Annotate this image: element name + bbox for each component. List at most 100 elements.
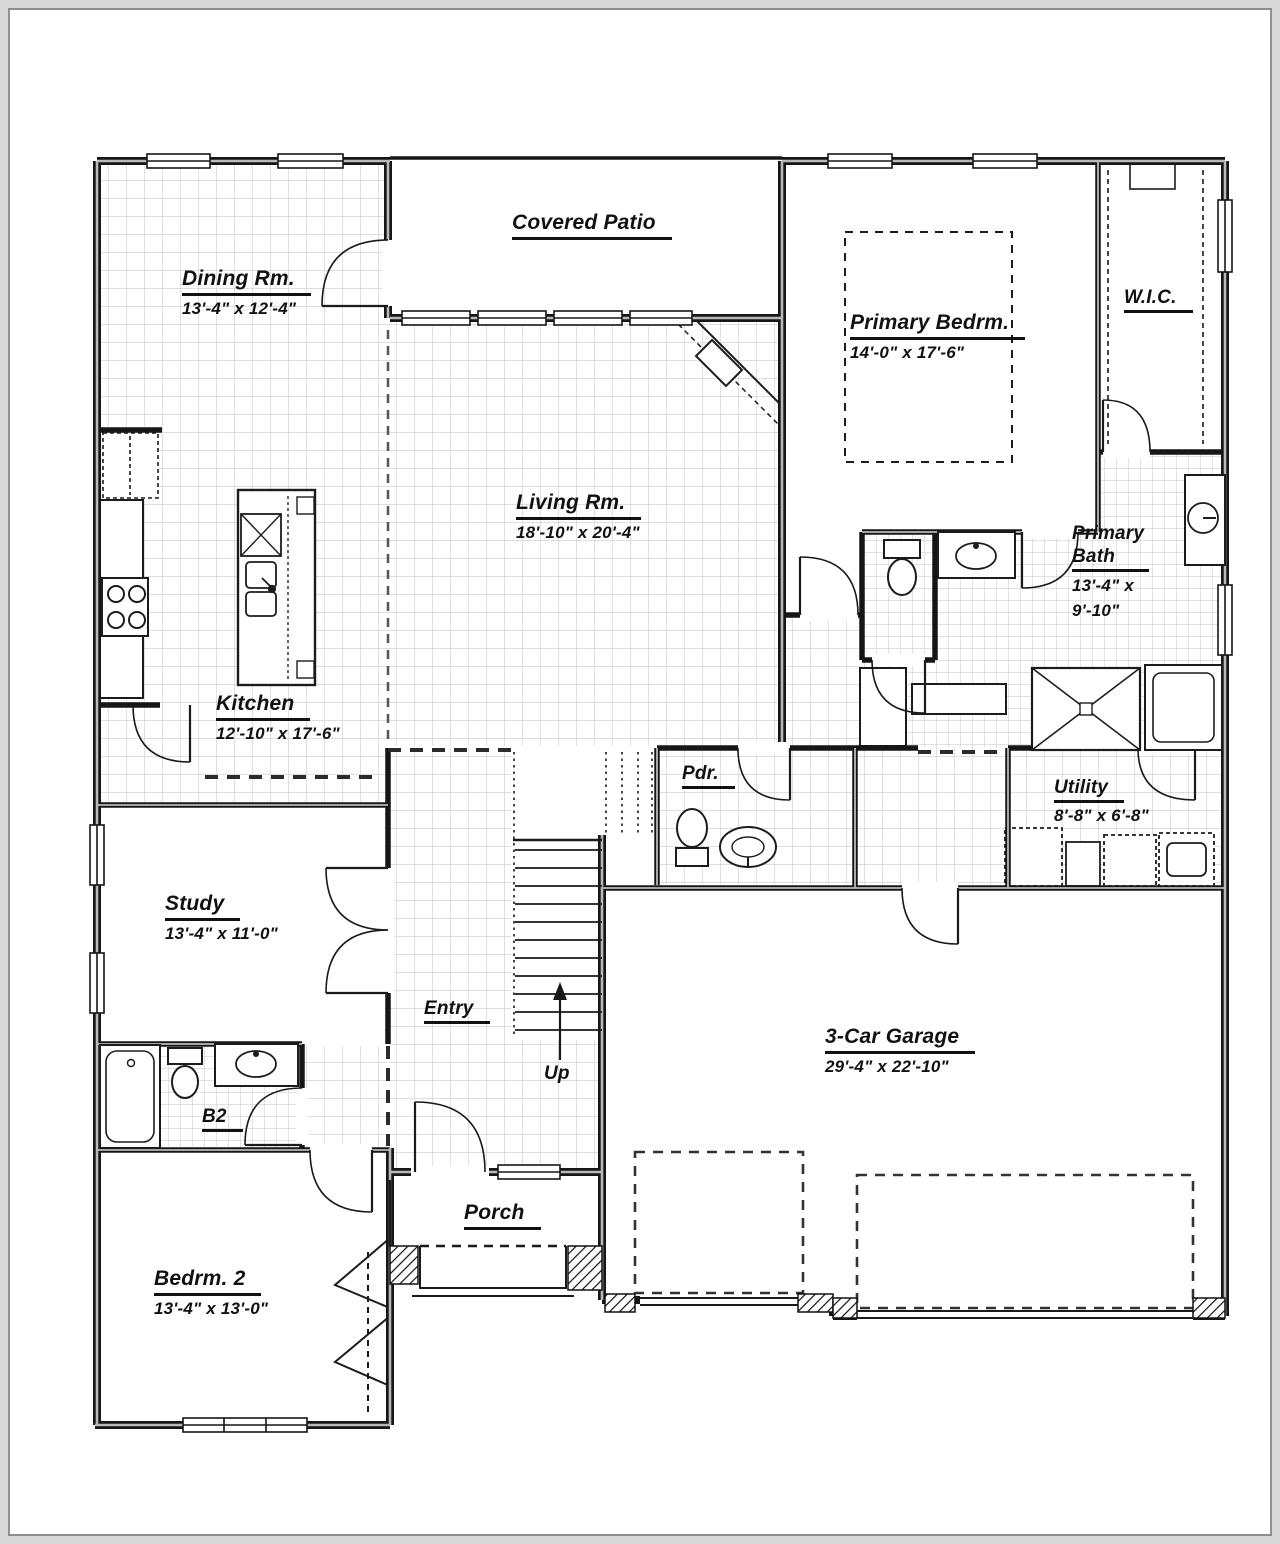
room-name: Primary <box>1072 523 1145 544</box>
bathtub-icon <box>1144 664 1223 751</box>
room-label-utility: Utility 8'-8" x 6'-8" <box>1054 776 1149 827</box>
room-label-covered-patio: Covered Patio <box>512 210 672 240</box>
room-name: Kitchen <box>216 691 311 721</box>
window <box>146 153 211 169</box>
plumbing-fixtures <box>99 474 1226 1149</box>
room-dims: 8'-8" x 6'-8" <box>1054 806 1149 826</box>
doors-layer <box>132 239 1197 1213</box>
primary-bed-outline <box>844 231 1013 463</box>
room-name: B2 <box>202 1105 243 1133</box>
wic-shelving <box>1107 162 1204 444</box>
door-swing <box>871 659 927 714</box>
room-name: Covered Patio <box>512 210 672 240</box>
door-swing <box>1101 399 1151 453</box>
masonry-piers <box>389 1245 1226 1319</box>
room-dims: 13'-4" x 12'-4" <box>182 298 297 318</box>
bedroom2-closet <box>333 1237 391 1412</box>
room-name: Living Rm. <box>516 490 642 520</box>
porch-layer <box>388 1180 574 1297</box>
room-label-kitchen: Kitchen 12'-10" x 17'-6" <box>216 691 340 744</box>
door-swing <box>1137 747 1197 801</box>
room-dims: 13'-4" x <box>1072 576 1134 596</box>
door-swing <box>309 1149 374 1213</box>
room-label-garage: 3-Car Garage 29'-4" x 22'-10" <box>825 1024 976 1077</box>
utility-appliances <box>1004 827 1215 887</box>
b2-vanity-sink-icon <box>214 1043 299 1087</box>
room-name: Utility <box>1054 776 1125 804</box>
room-label-bedroom2: Bedrm. 2 13'-4" x 13'-0" <box>154 1266 268 1319</box>
window <box>89 824 105 886</box>
room-name: Dining Rm. <box>182 266 311 296</box>
stairs <box>513 752 653 1060</box>
room-label-porch: Porch <box>464 1200 541 1230</box>
dryer-icon <box>1103 834 1157 887</box>
garage-layer <box>633 1150 1195 1319</box>
room-dims: 9'-10" <box>1072 601 1120 621</box>
door-swing <box>244 1087 303 1147</box>
room-label-study: Study 13'-4" x 11'-0" <box>165 891 278 944</box>
window <box>277 153 344 169</box>
bath-hall-counter <box>911 683 1007 715</box>
room-name: Porch <box>464 1200 541 1230</box>
room-name: Bath <box>1072 545 1150 573</box>
pantry-cabinet <box>102 432 159 499</box>
room-label-wic: W.I.C. <box>1124 286 1193 314</box>
door-swing <box>798 556 859 616</box>
room-name: 3-Car Garage <box>825 1024 976 1054</box>
cased-openings <box>205 330 1006 1146</box>
room-dims: 13'-4" x 11'-0" <box>165 923 278 943</box>
stairs-up-label: Up <box>544 1062 570 1086</box>
room-label-living: Living Rm. 18'-10" x 20'-4" <box>516 490 642 543</box>
door-swing <box>321 239 389 308</box>
garage-door-outline <box>855 1173 1195 1310</box>
tile-floor-layer <box>100 163 1222 1172</box>
up-arrow-icon <box>553 982 567 1060</box>
b2-bathtub-icon <box>99 1044 161 1149</box>
room-name: Pdr. <box>682 762 735 790</box>
washer-icon <box>1004 827 1063 887</box>
casework-layer <box>99 162 1215 1412</box>
room-name: W.I.C. <box>1124 286 1193 314</box>
window <box>1217 199 1233 273</box>
patio-sliding-windows <box>401 310 693 326</box>
porch-step <box>412 1246 574 1297</box>
kitchen-island <box>236 488 317 687</box>
windows-layer <box>89 153 1233 1433</box>
room-name: Bedrm. 2 <box>154 1266 262 1296</box>
door-swing <box>1020 531 1079 589</box>
room-name: Primary Bedrm. <box>850 310 1026 340</box>
toilet-icon <box>883 539 921 596</box>
window <box>972 153 1038 169</box>
room-name: Study <box>165 891 241 921</box>
window <box>182 1417 308 1433</box>
window <box>497 1164 561 1180</box>
room-dims: 29'-4" x 22'-10" <box>825 1056 949 1076</box>
vanity-sink-icon <box>937 531 1016 579</box>
door-swing <box>901 887 960 945</box>
window <box>1217 584 1233 656</box>
mud-cabinet <box>859 667 907 747</box>
room-dims: 14'-0" x 17'-6" <box>850 342 965 362</box>
second-vanity-sink-icon <box>1184 474 1226 566</box>
room-dims: 12'-10" x 17'-6" <box>216 723 340 743</box>
door-swing <box>737 747 792 801</box>
island-sink-icon <box>245 561 277 617</box>
upper-flight-dashed <box>605 752 653 836</box>
room-dims: 13'-4" x 13'-0" <box>154 1298 269 1318</box>
b2-toilet-icon <box>167 1047 203 1099</box>
french-doors <box>325 866 389 995</box>
pedestal-sink-icon <box>719 826 777 868</box>
powder-toilet-icon <box>675 808 709 867</box>
door-swing <box>132 704 192 763</box>
room-label-dining: Dining Rm. 13'-4" x 12'-4" <box>182 266 311 319</box>
cooktop-icon <box>101 577 149 637</box>
garage-door-outline <box>633 1150 805 1295</box>
room-label-entry: Entry <box>424 997 490 1025</box>
front-door-swing <box>413 1101 486 1173</box>
corner-fireplace-icon <box>671 317 781 427</box>
room-dims: 18'-10" x 20'-4" <box>516 522 640 542</box>
window <box>89 952 105 1014</box>
room-label-primary-bath: Primary Bath 13'-4" x 9'-10" <box>1072 522 1192 622</box>
room-label-primary-bedroom: Primary Bedrm. 14'-0" x 17'-6" <box>850 310 1026 363</box>
